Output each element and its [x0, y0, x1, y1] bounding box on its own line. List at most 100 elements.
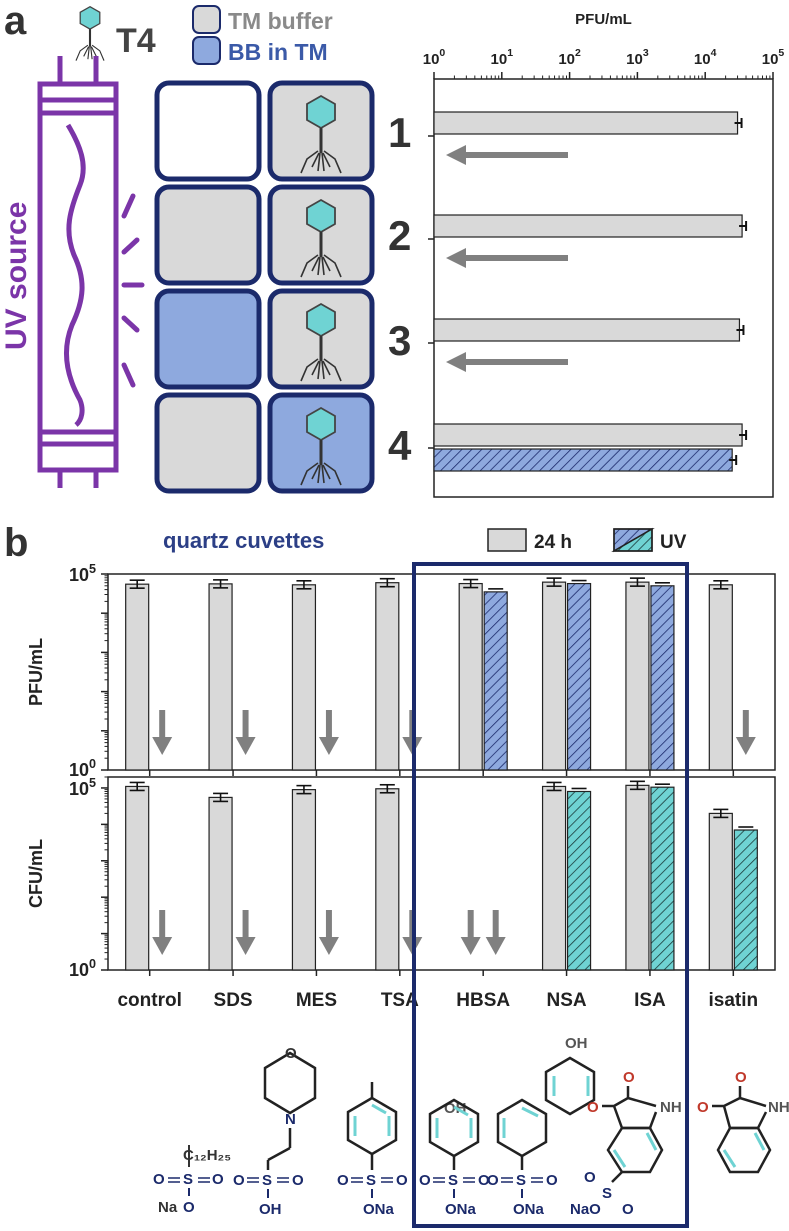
legend-label-uv: UV	[660, 532, 687, 553]
tick-label: 105	[762, 47, 785, 68]
well-1-left	[154, 80, 262, 182]
x-tick-label: isatin	[709, 990, 759, 1011]
plot-frame	[107, 573, 776, 771]
sds-chain: C₁₂H₂₅	[183, 1147, 231, 1164]
mes-o-right: O	[292, 1172, 304, 1189]
arrow-head	[460, 937, 481, 955]
plot-frame	[107, 776, 776, 971]
bar-control-24h	[125, 785, 150, 971]
cuvette-label: quartz cuvettes	[163, 528, 324, 553]
below-detection-arrow	[485, 910, 506, 955]
hbsa-s: S	[448, 1172, 458, 1189]
bar-SDS-24h	[208, 583, 233, 771]
tick-label: 102	[558, 47, 581, 68]
structure-mes: O N S O O OH	[233, 1045, 317, 1218]
bar-isatin-24h	[708, 584, 733, 771]
below-detection-arrow	[152, 710, 173, 755]
isatin-o-left: O	[697, 1099, 709, 1116]
tsa-o-right: O	[396, 1172, 408, 1189]
tsa-s: S	[366, 1172, 376, 1189]
below-detection-arrow	[446, 352, 568, 372]
x-tick-label: TSA	[381, 990, 419, 1011]
isa-o-b: O	[622, 1201, 634, 1218]
tick-label: 103	[626, 47, 649, 68]
mes-o: O	[285, 1045, 297, 1062]
bar-control-24h	[125, 583, 150, 771]
legend-swatch-24h	[487, 528, 527, 552]
well-3-left	[154, 288, 262, 390]
structure-nsa: OH S O O ONa	[487, 1035, 596, 1218]
bar-TSA-24h	[375, 582, 400, 771]
panel-a: a T4 TM buffer BB in TM UV source	[0, 0, 785, 498]
tick-label: 100	[69, 757, 96, 780]
arrow-head	[235, 937, 256, 955]
tick-label: 100	[69, 957, 96, 980]
bar-3-24h	[433, 318, 741, 342]
row-label-3: 3	[388, 317, 411, 364]
uv-source-label: UV source	[0, 202, 33, 350]
uv-lamp-icon	[37, 56, 119, 488]
bar-NSA-uv	[566, 582, 592, 771]
arrow-head	[485, 937, 506, 955]
bar-NSA-24h	[541, 785, 567, 971]
bar-NSA-24h	[541, 581, 567, 771]
bar-4-24h	[433, 423, 743, 447]
isa-nh: NH	[660, 1099, 682, 1116]
below-detection-arrow	[152, 910, 173, 955]
arrow-head	[318, 937, 339, 955]
tick-label: 104	[694, 47, 717, 68]
structure-tsa: S O O ONa	[337, 1082, 408, 1218]
legend-label-tm: TM buffer	[228, 8, 333, 34]
bar-SDS-24h	[208, 796, 233, 971]
x-axis-title: PFU/mL	[575, 11, 632, 28]
uv-rays	[121, 193, 145, 388]
bar-ISA-uv	[650, 786, 675, 971]
bar-ISA-uv	[650, 585, 675, 771]
structure-hbsa: OH S O O ONa	[419, 1098, 490, 1218]
tick-label: 101	[491, 47, 514, 68]
tsa-ona: ONa	[363, 1201, 395, 1218]
mes-n: N	[285, 1111, 296, 1128]
x-tick-label: ISA	[634, 990, 666, 1011]
isa-nao: NaO	[570, 1201, 601, 1218]
structure-sds: C₁₂H₂₅ S O O Na O	[153, 1145, 231, 1216]
nsa-s: S	[516, 1172, 526, 1189]
tsa-o-left: O	[337, 1172, 349, 1189]
x-tick-label: HBSA	[456, 990, 510, 1011]
row-label-1: 1	[388, 109, 411, 156]
below-detection-arrow	[460, 910, 481, 955]
bar-MES-24h	[291, 584, 317, 771]
row-label-4: 4	[388, 422, 412, 469]
structure-isatin: O O NH	[697, 1069, 789, 1174]
well-4-left	[154, 392, 262, 494]
bar-MES-24h	[291, 789, 317, 971]
x-tick-label: MES	[296, 990, 337, 1011]
below-detection-arrow	[235, 710, 256, 755]
sds-o-bottom: O	[183, 1199, 195, 1216]
legend-label-24h: 24 h	[534, 532, 572, 553]
row-label-2: 2	[388, 212, 411, 259]
tick-label: 100	[423, 47, 446, 68]
bar-1-24h	[433, 111, 739, 135]
bar-NSA-uv	[566, 790, 592, 971]
sds-o-right: O	[212, 1171, 224, 1188]
bar-isatin-24h	[708, 812, 733, 971]
arrow-head	[735, 737, 756, 755]
bar-4-uv	[433, 448, 733, 472]
hbsa-ona: ONa	[445, 1201, 477, 1218]
x-tick-label: control	[117, 990, 181, 1011]
sds-o-left: O	[153, 1171, 165, 1188]
chemical-structures: C₁₂H₂₅ S O O Na O O N S O O	[153, 1035, 789, 1218]
panel-a-label: a	[4, 0, 27, 43]
bar-ISA-24h	[625, 784, 650, 971]
isatin-nh: NH	[768, 1099, 789, 1116]
nsa-oh: OH	[565, 1035, 588, 1052]
below-detection-arrow	[318, 710, 339, 755]
arrow-head	[446, 248, 466, 268]
x-tick-label: SDS	[214, 990, 253, 1011]
below-detection-arrow	[735, 710, 756, 755]
legend-label-bb: BB in TM	[228, 39, 328, 65]
legend-swatch-tm	[192, 5, 221, 34]
